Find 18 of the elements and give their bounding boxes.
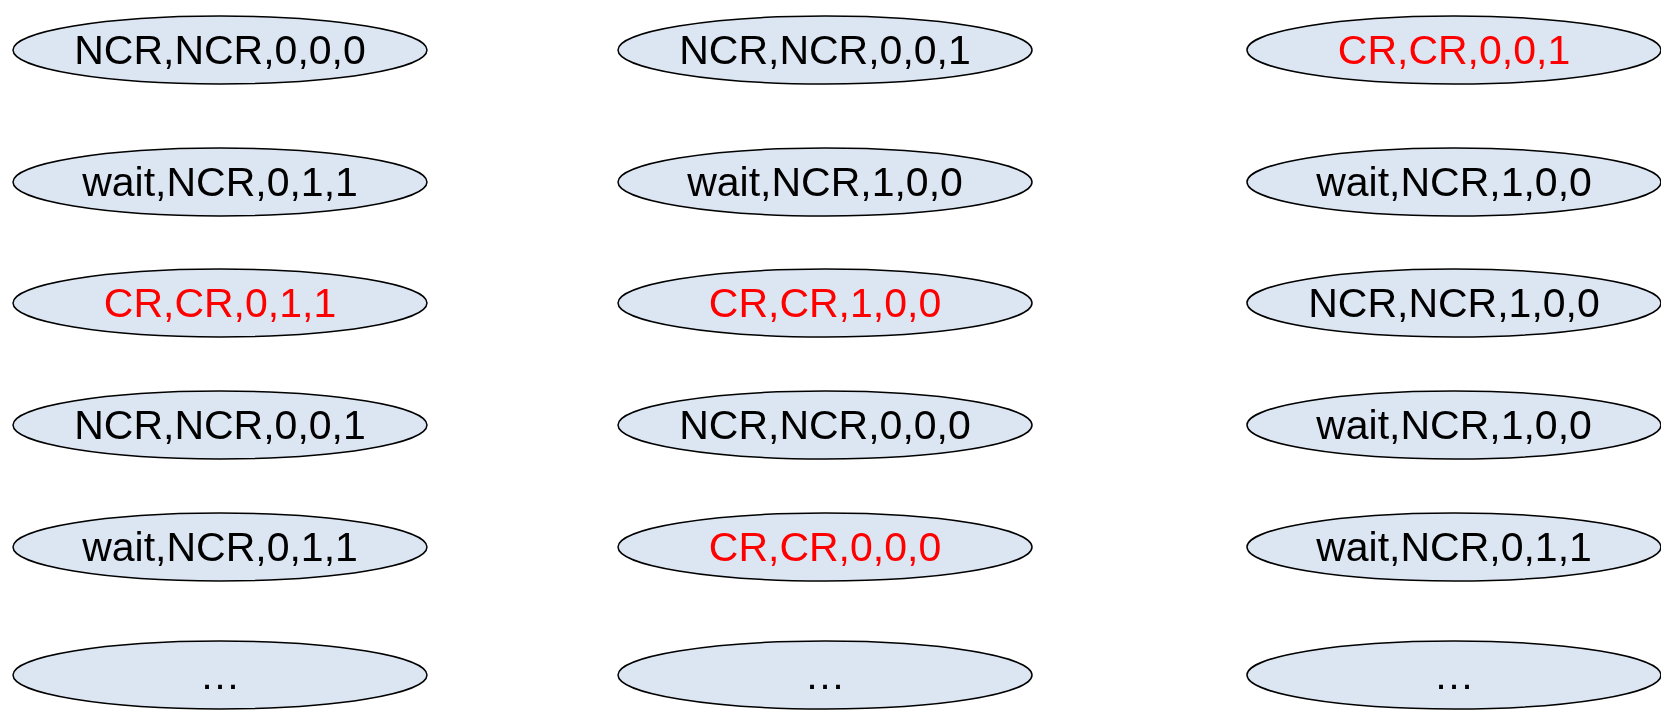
state-label: NCR,NCR,0,0,1	[74, 401, 366, 449]
state-label: wait,NCR,0,1,1	[82, 523, 358, 571]
state-label: NCR,NCR,0,0,1	[679, 26, 971, 74]
state-label: …	[1433, 651, 1475, 699]
state-label: CR,CR,0,0,0	[708, 523, 942, 571]
state-label: wait,NCR,1,0,0	[1316, 401, 1592, 449]
state-label: CR,CR,1,0,0	[708, 279, 942, 327]
state-label: CR,CR,0,1,1	[103, 279, 337, 327]
state-label: wait,NCR,0,1,1	[1316, 523, 1592, 571]
state-label: NCR,NCR,1,0,0	[1308, 279, 1600, 327]
state-label: CR,CR,0,0,1	[1337, 26, 1571, 74]
state-label: wait,NCR,1,0,0	[1316, 158, 1592, 206]
state-label: …	[804, 651, 846, 699]
state-label: wait,NCR,0,1,1	[82, 158, 358, 206]
state-label: …	[199, 651, 241, 699]
state-label: NCR,NCR,0,0,0	[679, 401, 971, 449]
state-label: NCR,NCR,0,0,0	[74, 26, 366, 74]
state-label: wait,NCR,1,0,0	[687, 158, 963, 206]
